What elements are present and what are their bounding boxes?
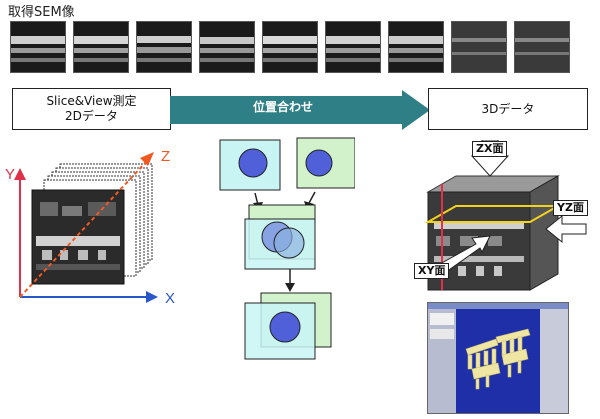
yz-arrow-icon <box>545 214 587 244</box>
3d-volume-cube <box>424 140 587 291</box>
zx-face-label: ZX面 <box>472 141 508 157</box>
software-title-bar <box>428 303 568 309</box>
target-label: 3Dデータ <box>481 101 535 116</box>
front-sem-image <box>31 189 125 285</box>
down-arrow-icon <box>285 283 295 292</box>
circle-marker-icon <box>305 149 333 177</box>
3d-software-screenshot <box>427 302 569 414</box>
software-thumbnail <box>430 313 454 325</box>
software-property-panel <box>540 309 568 413</box>
sem-images-title: 取得SEM像 <box>8 5 75 20</box>
circle-marker-icon <box>273 227 305 259</box>
circle-marker-icon <box>269 311 301 343</box>
x-axis-label: X <box>165 290 176 307</box>
3d-data-box: 3Dデータ <box>428 88 588 130</box>
image-stack-diagram <box>14 152 158 303</box>
circle-marker-icon <box>238 148 268 178</box>
sem-thumbnail <box>136 21 192 73</box>
sem-thumbnail <box>73 21 129 73</box>
sem-thumbnail <box>388 21 444 73</box>
source-label-line2: 2Dデータ <box>65 109 118 123</box>
z-axis-label: Z <box>161 148 171 165</box>
sem-thumbnail <box>514 21 570 73</box>
source-label-line1: Slice&View測定 <box>46 94 137 108</box>
sem-thumbnail <box>199 21 255 73</box>
x-axis-arrow-icon <box>146 291 158 303</box>
alignment-label: 位置合わせ <box>252 100 313 114</box>
alignment-arrow <box>170 90 430 130</box>
z-axis-line <box>19 161 147 298</box>
y-axis-label: Y <box>5 166 16 183</box>
sem-thumbnail <box>325 21 381 73</box>
sem-thumbnail <box>451 21 507 73</box>
slice-view-2d-box: Slice&View測定 2Dデータ <box>12 88 171 130</box>
sem-thumbnail <box>10 21 66 73</box>
xy-face-label: XY面 <box>414 263 450 279</box>
z-axis-arrow-icon <box>140 152 154 166</box>
3d-rendering-view <box>465 328 531 390</box>
yz-face-label: YZ面 <box>553 200 588 216</box>
panel-cyan-top <box>219 139 281 191</box>
xy-arrow-icon <box>439 235 491 273</box>
cube-right-face <box>529 175 559 291</box>
sem-thumbnail <box>262 21 318 73</box>
software-side-panel <box>428 309 456 413</box>
alignment-process-diagram <box>219 137 355 360</box>
y-axis-arrow-icon <box>14 168 26 180</box>
